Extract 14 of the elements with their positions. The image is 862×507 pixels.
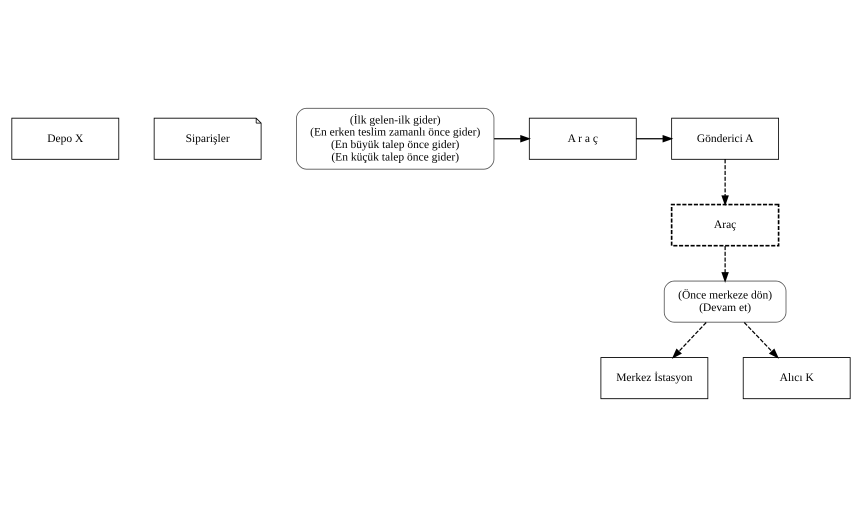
arrow: [494, 134, 531, 142]
arrow: [672, 322, 707, 359]
arrow: [744, 322, 779, 359]
node-box: (İlk gelen-ilk gider) (En erken teslim zamanlı önce gider) (En büyük talep önce gider) (En küçük talep önce gider): [296, 108, 494, 170]
arrow: [636, 134, 674, 142]
node-box: (Önce merkeze dön) (Devam et): [664, 280, 786, 323]
arrow: [721, 246, 729, 283]
arrow: [721, 159, 729, 206]
node-box: Alıcı K: [742, 357, 851, 400]
node-box: Araç: [670, 204, 780, 246]
node-box: Gönderici A: [671, 118, 779, 160]
node-box: A r a ç: [528, 118, 637, 160]
node-box: Depo X: [11, 118, 120, 160]
node-box: Merkez İstasyon: [600, 357, 708, 400]
